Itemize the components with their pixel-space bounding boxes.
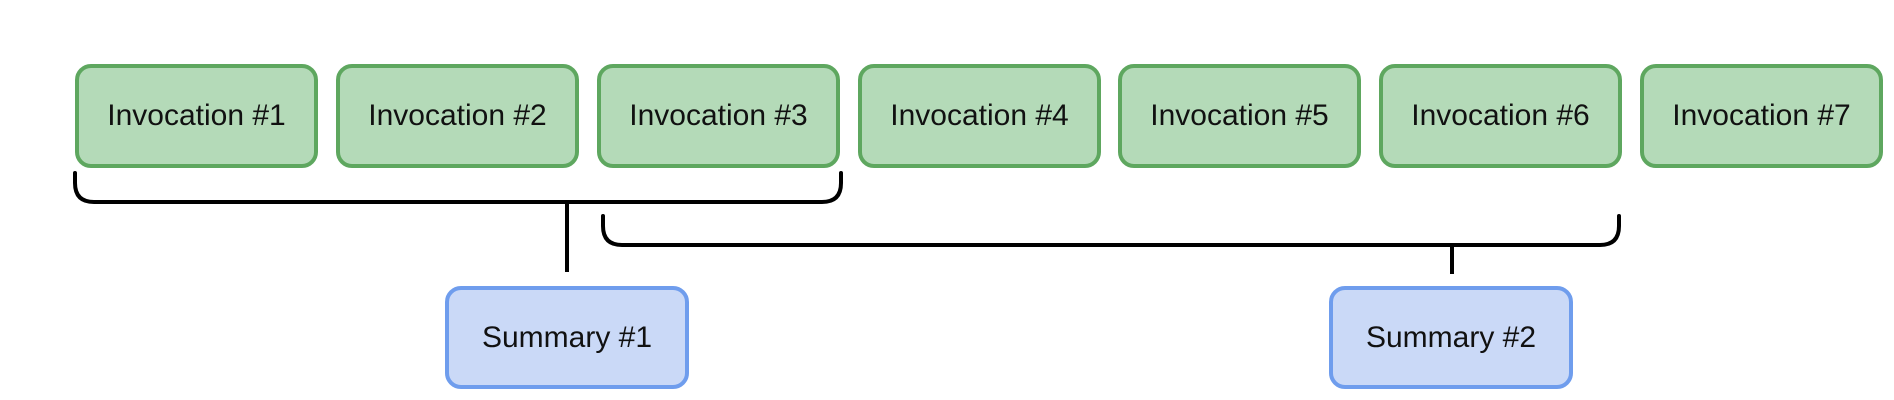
invocation-1: Invocation #1 (75, 64, 318, 168)
invocation-7: Invocation #7 (1640, 64, 1883, 168)
summary-1: Summary #1 (445, 286, 689, 389)
invocation-3: Invocation #3 (597, 64, 840, 168)
invocation-4: Invocation #4 (858, 64, 1101, 168)
invocation-2: Invocation #2 (336, 64, 579, 168)
bracket-summary-2 (601, 214, 1621, 247)
bracket-summary-1 (73, 171, 843, 204)
invocation-5: Invocation #5 (1118, 64, 1361, 168)
invocation-6: Invocation #6 (1379, 64, 1622, 168)
summary-2: Summary #2 (1329, 286, 1573, 389)
